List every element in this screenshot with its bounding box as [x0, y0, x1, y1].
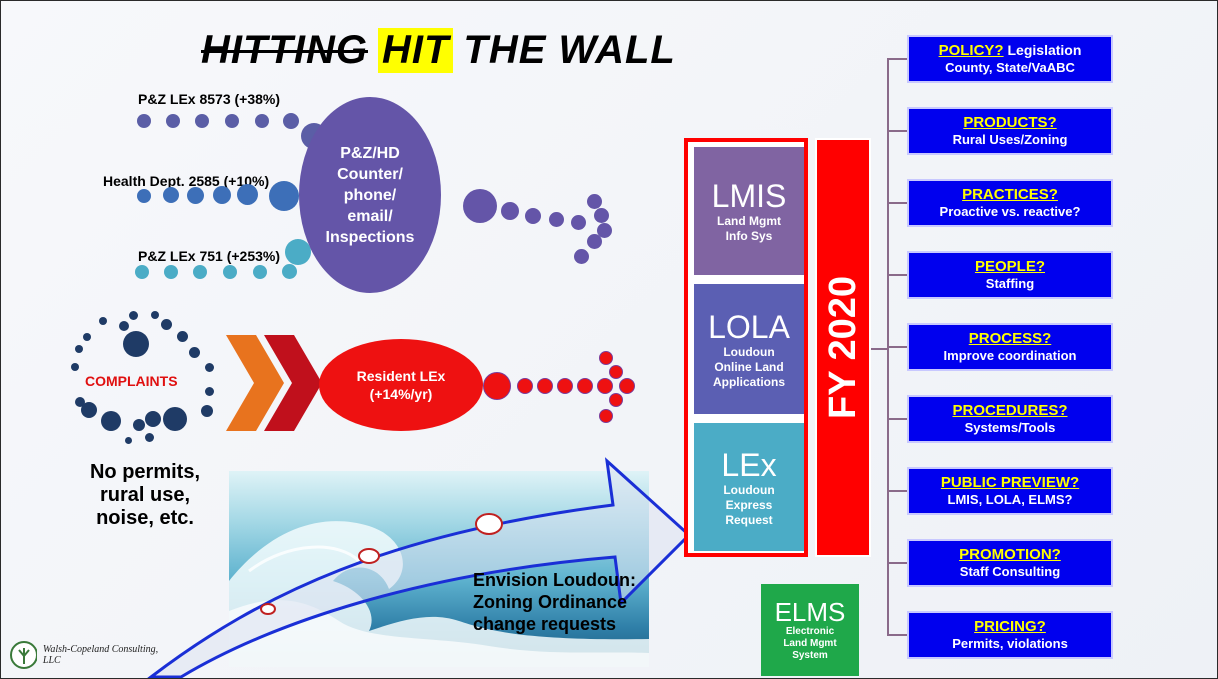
fy-label: FY 2020 [821, 276, 864, 419]
chevron-arrows-icon [226, 335, 321, 431]
wave-image [229, 471, 649, 667]
box-sub: Staffing [985, 276, 1035, 291]
box-sub: Permits, violations [952, 636, 1068, 651]
system-line: Express [725, 497, 773, 512]
resident-lex-ellipse: Resident LEx (+14%/yr) [319, 339, 483, 431]
system-abbr: LMIS [711, 178, 787, 214]
counter-line: Inspections [325, 228, 415, 246]
box-head: PUBLIC PREVIEW? [940, 474, 1080, 491]
box-head-tail: Legislation [1003, 42, 1082, 58]
system-line: Loudoun [723, 344, 775, 359]
counter-line: phone/ [343, 186, 397, 204]
system-line: Online Land [714, 359, 784, 374]
box-head: PEOPLE? [974, 258, 1045, 275]
bracket-tick [887, 58, 907, 60]
big-curved-arrow-icon [147, 457, 692, 678]
box-sub: Staff Consulting [959, 564, 1061, 579]
bracket-tick [887, 202, 907, 204]
complaints-label: COMPLAINTS [85, 373, 178, 389]
system-abbr: LOLA [708, 308, 790, 345]
box-procedures: PROCEDURES? Systems/Tools [907, 395, 1113, 443]
box-sub: LMIS, LOLA, ELMS? [947, 492, 1073, 507]
box-products: PRODUCTS? Rural Uses/Zoning [907, 107, 1113, 155]
box-head: PROMOTION? [959, 546, 1061, 563]
system-line: Applications [712, 374, 785, 389]
logo-text: Walsh-Copeland Consulting, LLC [42, 644, 159, 666]
resident-line: (+14%/yr) [369, 386, 433, 402]
box-head: PRACTICES? [962, 186, 1058, 203]
box-pricing: PRICING? Permits, violations [907, 611, 1113, 659]
bracket-tick [887, 130, 907, 132]
tree-logo-icon [10, 641, 37, 669]
slide-title: HITTING HIT THE WALL [201, 27, 676, 73]
counter-line: email/ [347, 207, 393, 225]
box-public-preview: PUBLIC PREVIEW? LMIS, LOLA, ELMS? [907, 467, 1113, 515]
box-sub: Rural Uses/Zoning [952, 132, 1068, 147]
counter-line: P&Z/HD [340, 144, 400, 162]
resident-line: Resident LEx [356, 368, 446, 384]
system-lola: LOLA Loudoun Online Land Applications [694, 284, 804, 414]
system-lex: LEx Loudoun Express Request [694, 423, 804, 551]
counter-line: Counter/ [337, 165, 403, 183]
system-elms: ELMS Electronic Land Mgmt System [761, 584, 859, 676]
envision-line: change requests [473, 614, 617, 634]
box-promotion: PROMOTION? Staff Consulting [907, 539, 1113, 587]
box-sub: Proactive vs. reactive? [939, 204, 1081, 219]
counter-ellipse: P&Z/HD Counter/ phone/ email/ Inspection… [299, 97, 441, 293]
box-head: PRODUCTS? [963, 114, 1057, 131]
bracket-tick [887, 346, 907, 348]
box-sub: Systems/Tools [964, 420, 1056, 435]
envision-line: Envision Loudoun: [473, 570, 636, 590]
system-line: Land Mgmt [717, 214, 781, 228]
company-logo: Walsh-Copeland Consulting, LLC [9, 639, 169, 671]
box-practices: PRACTICES? Proactive vs. reactive? [907, 179, 1113, 227]
bracket-tick [887, 562, 907, 564]
elms-line: Land Mgmt [783, 638, 837, 649]
envision-line: Zoning Ordinance [473, 592, 628, 612]
box-head: PROCESS? [968, 330, 1052, 347]
elms-abbr: ELMS [774, 597, 846, 627]
bracket-tick [887, 418, 907, 420]
envision-text: Envision Loudoun: Zoning Ordinance chang… [473, 569, 636, 635]
bracket-tick [887, 634, 907, 636]
wave-crest-icon [229, 521, 649, 667]
system-abbr: LEx [721, 446, 777, 483]
box-process: PROCESS? Improve coordination [907, 323, 1113, 371]
box-head: PROCEDURES? [952, 402, 1068, 419]
box-head: PRICING? [974, 618, 1046, 635]
stream-label-pz-lex-751: P&Z LEx 751 (+253%) [138, 248, 281, 264]
box-head: POLICY? [938, 42, 1004, 59]
elms-line: Electronic [785, 626, 835, 637]
system-lmis: LMIS Land Mgmt Info Sys [694, 147, 804, 275]
title-strike-word: HITTING [201, 27, 368, 72]
stream-label-pz-lex: P&Z LEx 8573 (+38%) [138, 91, 281, 107]
system-line: Info Sys [725, 229, 773, 243]
box-sub: Improve coordination [943, 348, 1077, 363]
elms-line: System [792, 650, 828, 661]
no-permits-line: noise, etc. [96, 507, 194, 529]
system-line: Request [725, 512, 773, 527]
bracket-connector [871, 348, 888, 350]
system-line: Loudoun [723, 482, 775, 497]
stream-label-health-dept: Health Dept. 2585 (+10%) [103, 173, 270, 189]
fy-2020-bar: FY 2020 [815, 138, 871, 557]
title-tail: THE WALL [463, 27, 676, 72]
box-sub: County, State/VaABC [945, 60, 1075, 75]
box-people: PEOPLE? Staffing [907, 251, 1113, 299]
no-permits-line: rural use, [99, 484, 191, 506]
no-permits-text: No permits, rural use, noise, etc. [81, 461, 209, 530]
bracket-tick [887, 274, 907, 276]
box-policy: POLICY? Legislation County, State/VaABC [907, 35, 1113, 83]
title-highlight-word: HIT [377, 27, 454, 73]
no-permits-line: No permits, [89, 461, 201, 483]
bracket-tick [887, 490, 907, 492]
